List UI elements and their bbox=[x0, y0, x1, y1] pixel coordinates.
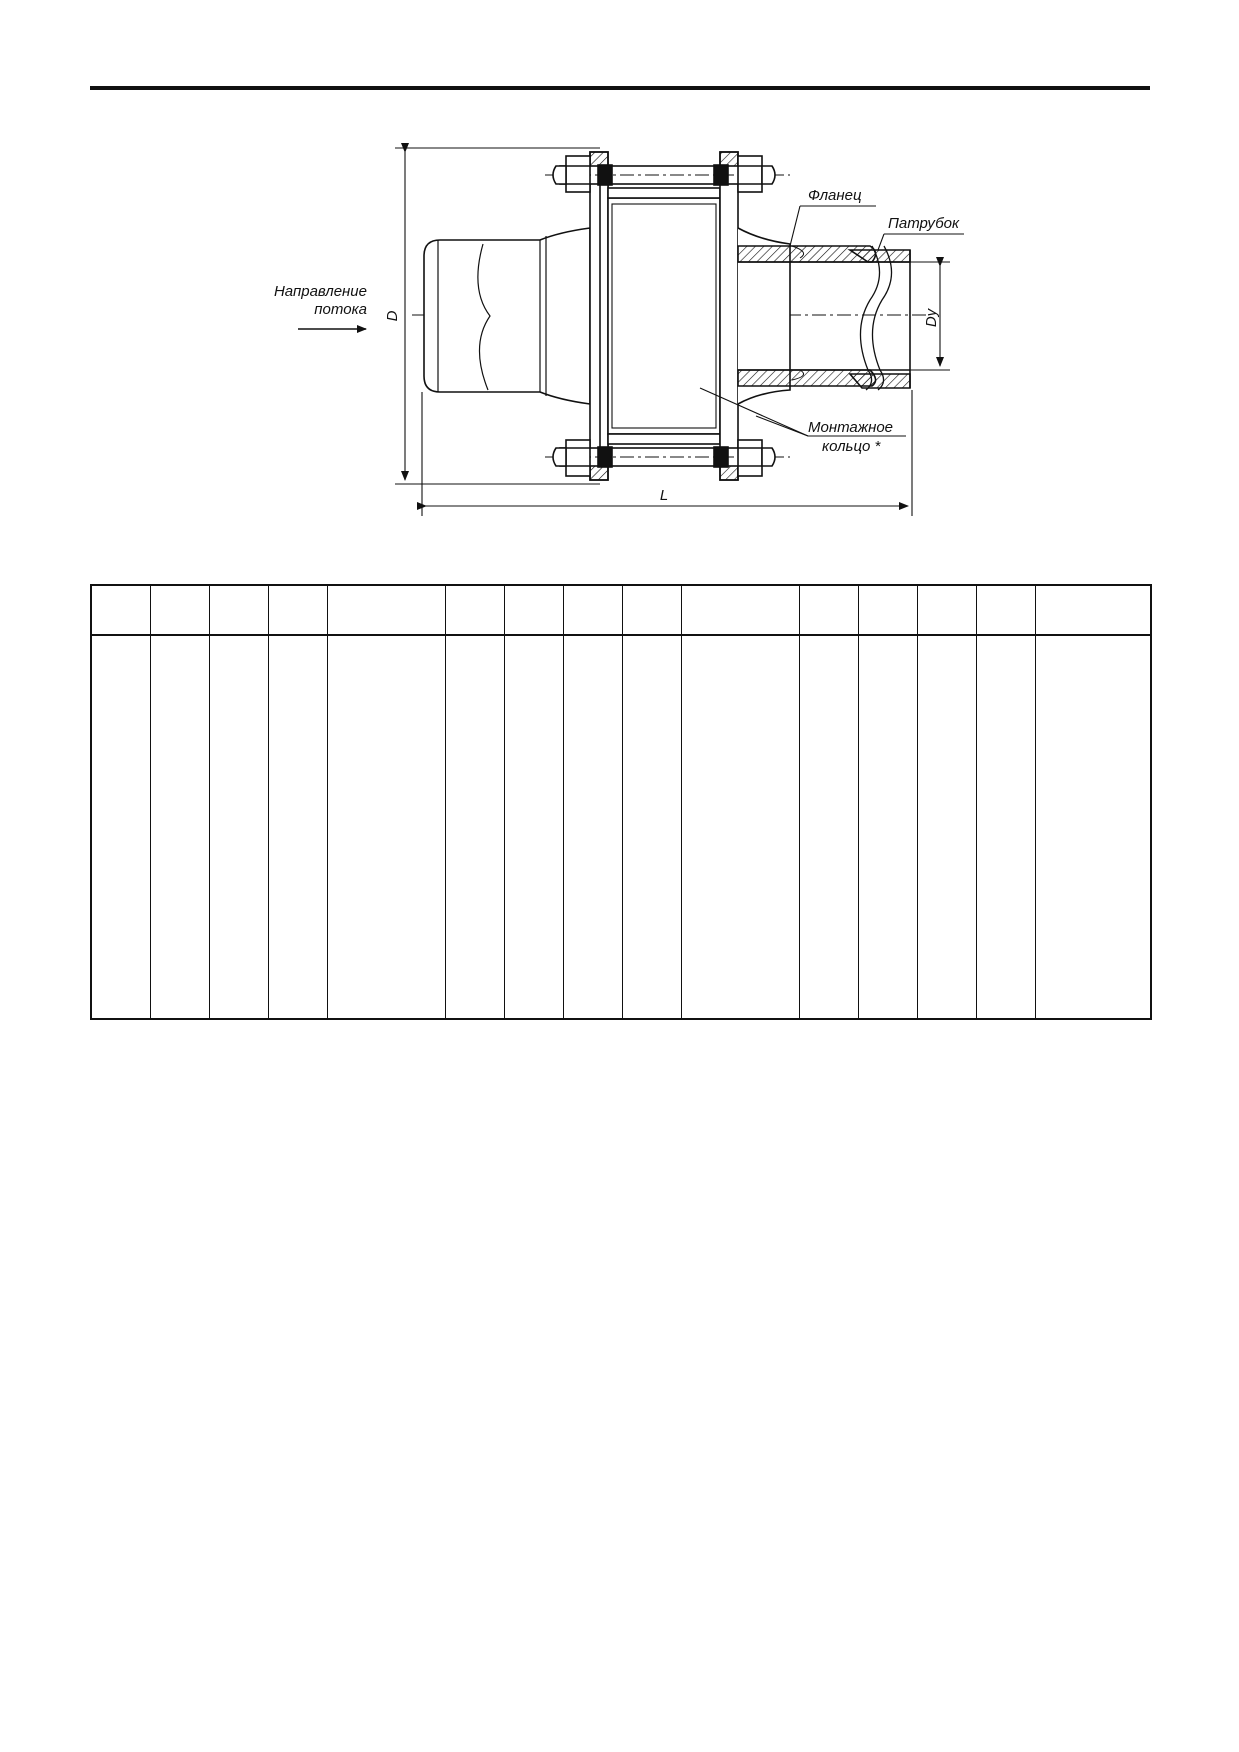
bottom-bolt bbox=[545, 439, 790, 477]
table-cell bbox=[562, 634, 623, 1020]
dimension-l bbox=[417, 390, 913, 516]
mounting-ring-label-line1: Монтажное bbox=[808, 419, 893, 436]
table-header-cell bbox=[680, 584, 800, 636]
flow-direction-label-line2: потока bbox=[314, 301, 367, 318]
table-cell bbox=[621, 634, 682, 1020]
table-cell bbox=[267, 634, 328, 1020]
table-cell bbox=[798, 634, 859, 1020]
table-header-cell bbox=[149, 584, 210, 636]
table-row bbox=[90, 634, 1152, 1020]
table-cell bbox=[975, 634, 1036, 1020]
dimension-dy bbox=[900, 257, 950, 371]
table-header-cell bbox=[975, 584, 1036, 636]
nozzle-label: Патрубок bbox=[888, 215, 960, 232]
nozzle-pipe bbox=[737, 245, 911, 391]
table-cell bbox=[90, 634, 151, 1020]
table-header-row bbox=[90, 584, 1152, 636]
table-cell bbox=[326, 634, 446, 1020]
left-flange bbox=[589, 151, 609, 481]
leader-lines bbox=[699, 205, 964, 437]
table-header-cell bbox=[916, 584, 977, 636]
top-rule bbox=[90, 86, 1150, 90]
table-cell bbox=[857, 634, 918, 1020]
dimension-d bbox=[395, 143, 600, 485]
dimension-dy-label: Dу bbox=[923, 307, 940, 327]
table-header-cell bbox=[503, 584, 564, 636]
table-header-cell bbox=[90, 584, 151, 636]
table-header-cell bbox=[621, 584, 682, 636]
table-header-cell bbox=[562, 584, 623, 636]
specification-table bbox=[90, 584, 1152, 1020]
table-header-cell bbox=[326, 584, 446, 636]
mounting-ring-label-line2: кольцо * bbox=[822, 438, 882, 455]
top-bolt bbox=[545, 155, 790, 193]
table-header-cell bbox=[208, 584, 269, 636]
table-cell bbox=[208, 634, 269, 1020]
right-flange bbox=[719, 151, 791, 481]
table-header-cell bbox=[857, 584, 918, 636]
flow-direction-label-line1: Направление bbox=[274, 283, 367, 300]
flange-label: Фланец bbox=[808, 187, 862, 204]
table-header-cell bbox=[444, 584, 505, 636]
table-header-cell bbox=[267, 584, 328, 636]
table-header-cell bbox=[1034, 584, 1152, 636]
table-cell bbox=[916, 634, 977, 1020]
table-cell bbox=[680, 634, 800, 1020]
table-cell bbox=[149, 634, 210, 1020]
mounting-ring bbox=[607, 187, 721, 445]
table-cell bbox=[503, 634, 564, 1020]
dimension-l-label: L bbox=[660, 487, 668, 504]
table-header-cell bbox=[798, 584, 859, 636]
dimension-d-label: D bbox=[384, 310, 401, 321]
table-cell bbox=[444, 634, 505, 1020]
valve-body-inlet bbox=[423, 227, 591, 405]
table-cell bbox=[1034, 634, 1152, 1020]
valve-assembly-drawing: Направление потока Фланец Патрубок Монта… bbox=[274, 143, 964, 516]
